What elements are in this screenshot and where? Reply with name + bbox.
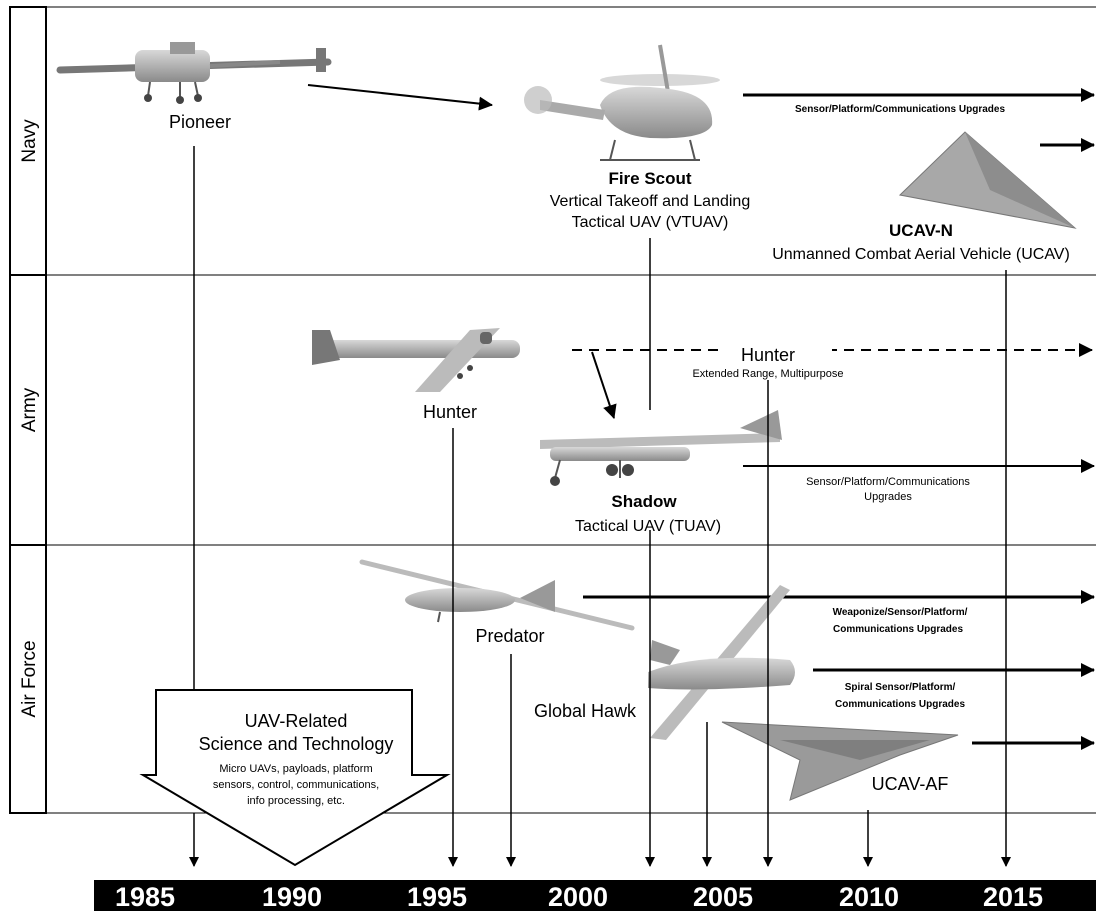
ucav-n-label: UCAV-N [889,221,953,240]
science-desc-line1: Micro UAVs, payloads, platform [219,763,372,775]
ucav-n-desc: Unmanned Combat Aerial Vehicle (UCAV) [772,246,1070,263]
arrow-hunter-to-shadow [591,351,617,419]
timeline-bar [94,880,1096,911]
science-technology-arrow [139,689,451,867]
year-2010: 2010 [839,882,899,911]
global-hawk-image [648,585,795,740]
shadow-uav-image [540,410,782,486]
science-title-line1: UAV-Related [245,711,348,731]
lane-label-navy: Navy [19,119,40,163]
science-desc-line2: sensors, control, communications, [213,779,379,791]
ucav-af-image [721,721,959,801]
predator-label: Predator [475,626,544,646]
year-1985: 1985 [115,882,175,911]
hunter-er-desc: Extended Range, Multipurpose [692,368,843,380]
year-2015: 2015 [983,882,1043,911]
hunter-er-label: Hunter [741,345,795,365]
army-upgrade-line1: Sensor/Platform/Communications [806,476,970,488]
global-hawk-upgrade-line1: Spiral Sensor/Platform/ [845,682,956,693]
hunter-uav-image [312,328,520,392]
pioneer-label: Pioneer [169,112,231,132]
science-title-line2: Science and Technology [199,734,394,754]
predator-upgrade-line1: Weaponize/Sensor/Platform/ [833,607,968,618]
ucav-af-label: UCAV-AF [872,774,949,794]
arrow-pioneer-to-firescout [307,84,493,111]
global-hawk-upgrade-line2: Communications Upgrades [835,699,965,710]
lane-label-air-force: Air Force [19,640,40,717]
lane-dividers [10,6,1096,814]
year-1995: 1995 [407,882,467,911]
predator-uav-image [359,559,635,631]
lane-label-army: Army [19,387,40,432]
navy-upgrade-label: Sensor/Platform/Communications Upgrades [795,104,1005,115]
year-2000: 2000 [548,882,608,911]
lane-label-column [9,6,47,814]
shadow-desc: Tactical UAV (TUAV) [575,518,721,535]
shadow-label: Shadow [611,492,677,511]
pioneer-uav-image [56,42,332,104]
ucav-n-image [898,131,1077,229]
year-1990: 1990 [262,882,322,911]
fire-scout-image [524,44,720,161]
fire-scout-desc-line1: Vertical Takeoff and Landing [550,193,750,210]
fire-scout-desc-line2: Tactical UAV (VTUAV) [572,214,729,231]
year-2005: 2005 [693,882,753,911]
hunter-label: Hunter [423,402,477,422]
predator-upgrade-line2: Communications Upgrades [833,624,963,635]
timeline-drop-lines [189,146,1011,867]
army-upgrade-line2: Upgrades [864,491,912,503]
global-hawk-label: Global Hawk [534,701,637,721]
fire-scout-label: Fire Scout [608,169,691,188]
science-desc-line3: info processing, etc. [247,795,345,807]
